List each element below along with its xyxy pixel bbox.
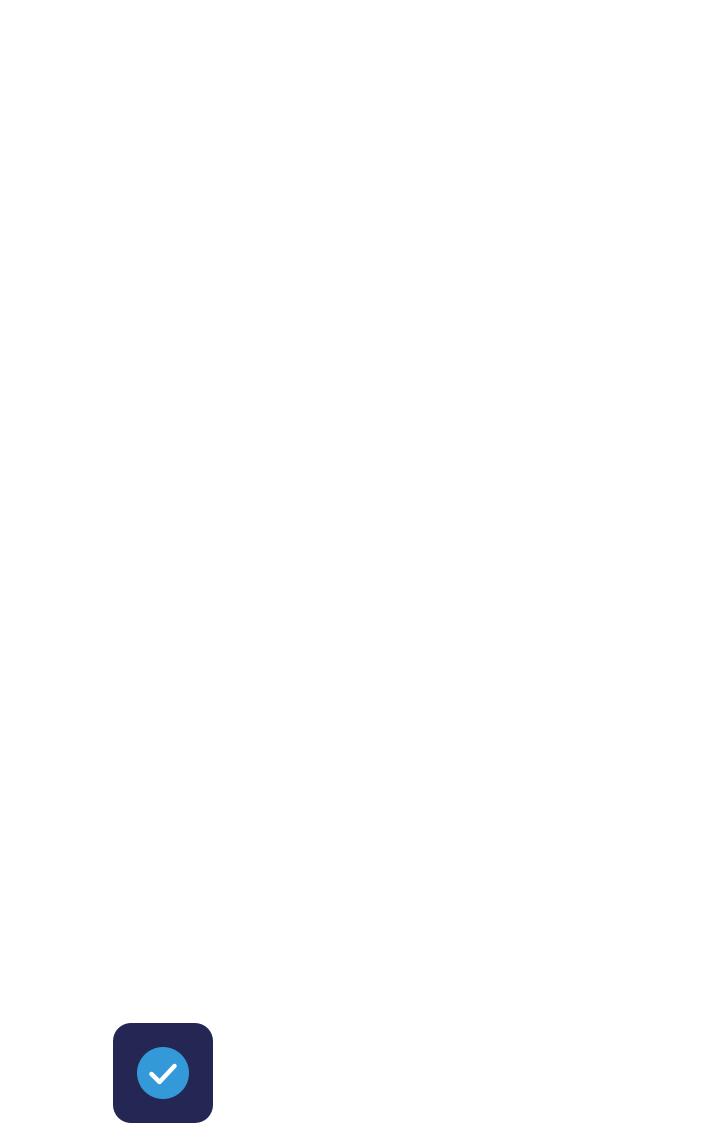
app-tile-button[interactable] <box>113 1023 213 1123</box>
check-circle-icon <box>137 1047 189 1099</box>
check-circle-icon-svg <box>137 1047 189 1099</box>
